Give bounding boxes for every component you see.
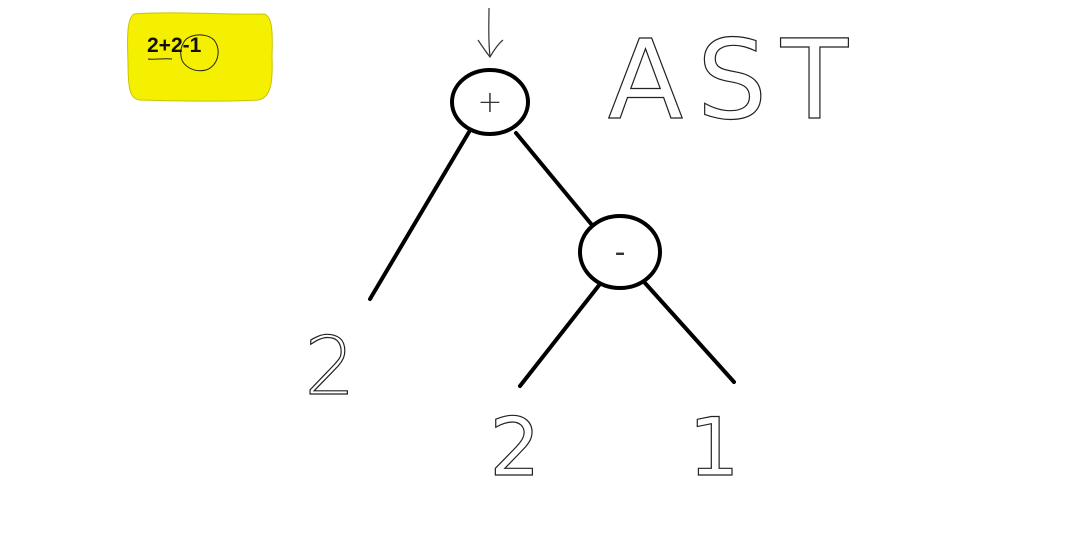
minus-operator: - xyxy=(615,235,626,270)
root-operator: + xyxy=(477,85,502,120)
tree-node-minus: - xyxy=(578,214,662,290)
edge-minus-left xyxy=(518,282,602,388)
diagram-title: AST xyxy=(608,16,862,144)
edge-minus-right xyxy=(643,281,736,384)
expression-annotations xyxy=(147,34,219,72)
edge-root-left xyxy=(368,130,471,301)
expression-text: 2+2-1 xyxy=(147,34,202,57)
tree-node-root: + xyxy=(450,68,530,136)
edge-root-right xyxy=(514,131,594,227)
expression-highlight: 2+2-1 xyxy=(126,12,274,102)
highlight-blob xyxy=(127,12,273,102)
down-arrow-icon xyxy=(477,7,504,59)
leaf-middle-2: 2 xyxy=(490,401,541,494)
leaf-right-1: 1 xyxy=(689,401,740,494)
leaf-left-2: 2 xyxy=(305,320,356,413)
